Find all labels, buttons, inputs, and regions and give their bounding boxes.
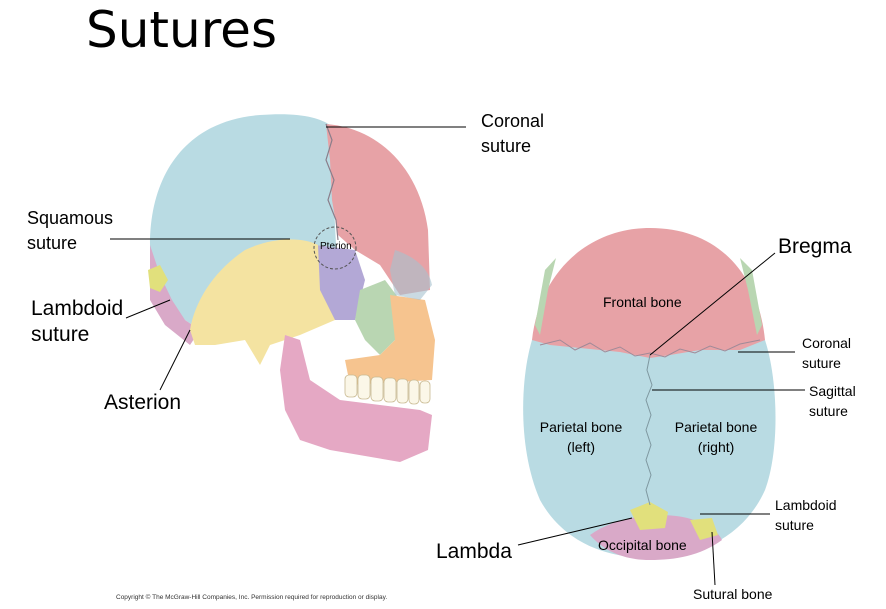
maxilla: [345, 295, 435, 385]
page-title: Sutures: [86, 1, 277, 59]
label-line-2: suture: [481, 136, 532, 156]
teeth: [344, 374, 431, 405]
label-line-1: Parietal bone: [674, 419, 758, 435]
occipital-bone-lateral: [150, 245, 200, 345]
zygomatic-bone: [355, 280, 400, 355]
label-line-1: Lambdoid: [31, 297, 124, 320]
label-line-1: Coronal: [802, 335, 852, 351]
label-line-2: suture: [27, 233, 78, 253]
label-asterion: Asterion: [104, 391, 182, 414]
label-lambdoid-suture-superior: Lambdoid suture: [775, 495, 837, 535]
occipital-bone-superior: [590, 515, 722, 560]
label-frontal-bone: Frontal bone: [603, 294, 682, 310]
superior-skull: [523, 228, 776, 560]
label-line-1: Coronal: [481, 111, 545, 131]
frontal-bone-lateral: [326, 124, 430, 295]
label-parietal-right: Parietal bone (right): [668, 417, 764, 457]
pterion-marker: [313, 226, 357, 270]
label-line-2: suture: [809, 403, 848, 419]
label-bregma: Bregma: [778, 235, 852, 258]
label-lambdoid-suture-lateral: Lambdoid suture: [31, 296, 123, 348]
frontal-bone-superior: [532, 228, 765, 358]
label-line-2: (left): [567, 439, 595, 455]
label-sutural-bone: Sutural bone: [693, 586, 773, 602]
sutural-bone-small: [690, 518, 718, 540]
label-line-1: Lambdoid: [775, 497, 837, 513]
sagittal-suture-line: [645, 354, 653, 506]
label-lambda: Lambda: [436, 540, 512, 563]
orbit: [390, 250, 432, 300]
leader-lines: [110, 126, 805, 586]
leader-lambda: [517, 517, 633, 546]
sutural-bone-lateral: [148, 265, 168, 292]
lateral-skull: [148, 114, 435, 462]
label-occipital-bone: Occipital bone: [598, 537, 687, 553]
leader-sutural: [711, 531, 716, 586]
label-coronal-suture-superior: Coronal suture: [802, 333, 851, 373]
label-line-1: Sagittal: [809, 383, 856, 399]
label-sagittal-suture: Sagittal suture: [809, 381, 856, 421]
label-line-2: suture: [31, 323, 90, 346]
coronal-suture-line-lateral: [325, 123, 339, 241]
sphenoid-strip-left: [535, 258, 556, 335]
label-line-2: suture: [802, 355, 841, 371]
leader-bregma: [649, 252, 776, 356]
label-line-1: Parietal bone: [539, 419, 623, 435]
leader-asterion: [159, 329, 191, 391]
label-line-2: suture: [775, 517, 814, 533]
temporal-bone: [190, 239, 335, 365]
label-parietal-left: Parietal bone (left): [533, 417, 629, 457]
leader-lambdoid-lateral: [125, 299, 171, 319]
mandible: [280, 335, 432, 462]
coronal-suture-line-superior: [539, 339, 761, 358]
sphenoid-bone: [315, 245, 365, 320]
label-coronal-suture-lateral: Coronal suture: [481, 109, 544, 159]
copyright-notice: Copyright © The McGraw-Hill Companies, I…: [116, 594, 388, 601]
label-line-2: (right): [697, 439, 735, 455]
label-pterion: Pterion: [320, 241, 352, 252]
label-squamous-suture: Squamous suture: [27, 206, 113, 256]
label-line-1: Squamous: [27, 208, 114, 228]
sutural-bone-superior: [630, 502, 668, 530]
